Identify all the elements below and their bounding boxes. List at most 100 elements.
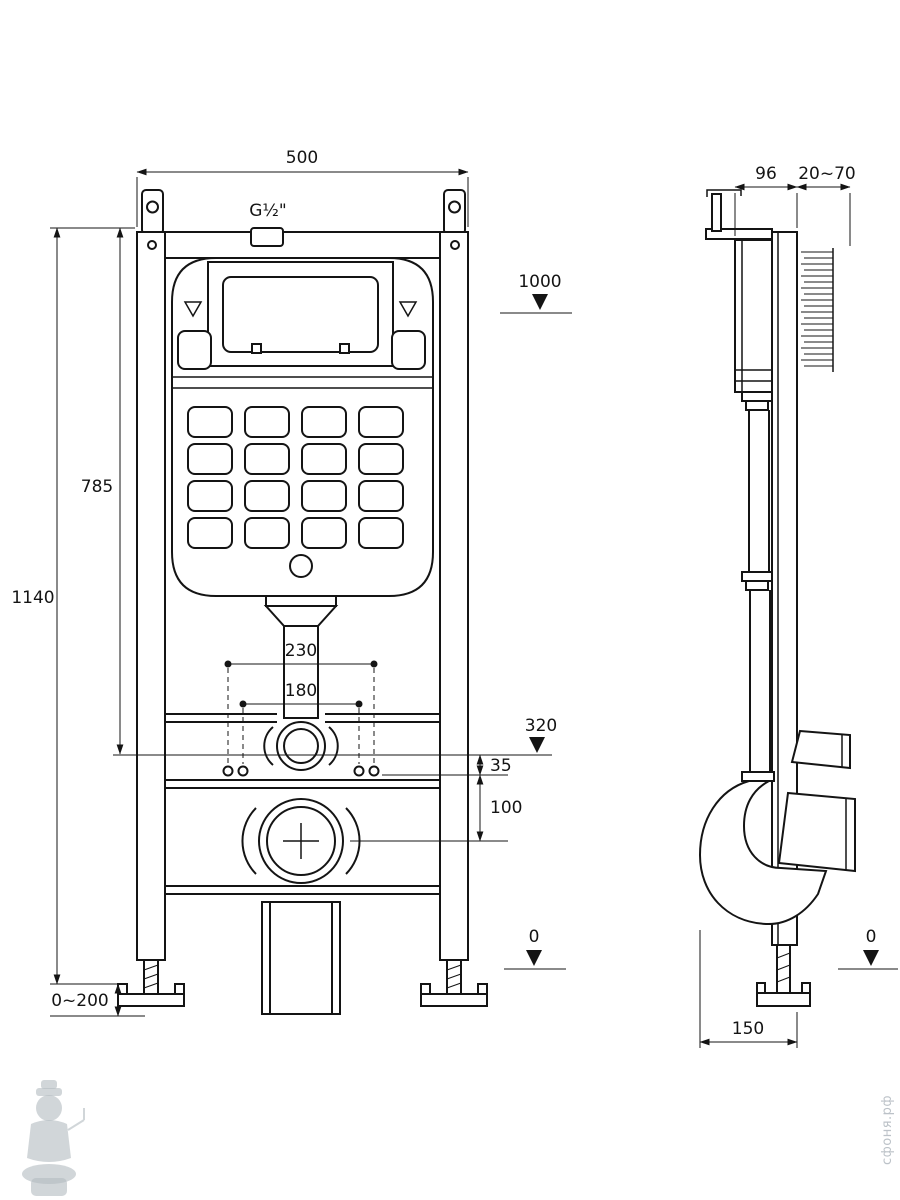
cistern-grid-cell: [301, 480, 347, 512]
dim-dot: [224, 660, 232, 668]
water-supply-fitting: [250, 227, 284, 247]
foot-thread-hatch: [446, 964, 462, 989]
foot-tab: [756, 982, 766, 994]
window-clip-right: [339, 343, 350, 354]
front-view: [117, 189, 488, 1015]
dim-label-180: 180: [285, 681, 317, 701]
plate-bracket-plate: [711, 193, 722, 232]
level-marker-icon: [529, 737, 545, 753]
frame-screw-left: [147, 240, 157, 250]
cistern-pad-right: [391, 330, 426, 370]
frame-screw-right: [450, 240, 460, 250]
cistern-grid: [187, 406, 404, 549]
side-dimensions: 96 20~70 150 0: [699, 164, 898, 1048]
cistern-side: [734, 239, 773, 393]
cistern-grid-cell: [358, 517, 404, 549]
cistern-grid-cell: [358, 406, 404, 438]
fixing-bolt-hole: [368, 765, 380, 777]
water-level-mark-right-icon: [398, 301, 418, 318]
dim-label-320: 320: [525, 716, 557, 736]
foot-tab: [477, 983, 488, 995]
foot-plate-left: [117, 993, 185, 1007]
cistern-grid-cell: [187, 443, 233, 475]
flush-taper: [263, 605, 339, 627]
waste-spigot: [777, 791, 856, 873]
watermark-site-text: сфоня.рф: [880, 1095, 895, 1165]
dim-label-zero-side: 0: [866, 927, 877, 947]
pipe-coupling: [741, 391, 773, 402]
fixing-bolt-hole: [353, 765, 365, 777]
dim-label-35: 35: [490, 756, 512, 776]
cistern-grid-cell: [187, 480, 233, 512]
cistern-grid-cell: [301, 517, 347, 549]
watermark-plumber-logo: [22, 1080, 85, 1196]
dim-label-785: 785: [81, 477, 113, 497]
dim-label-20-70: 20~70: [798, 164, 856, 184]
water-level-mark-left-icon: [183, 301, 203, 318]
cistern-pad-left: [177, 330, 212, 370]
foot-plate-right: [420, 993, 488, 1007]
cistern-grid-cell: [358, 443, 404, 475]
access-window-inner: [222, 276, 379, 353]
dim-label-feet-range: 0~200: [51, 991, 109, 1011]
cistern-grid-cell: [301, 406, 347, 438]
cistern-grid-cell: [244, 517, 290, 549]
dim-label-230: 230: [285, 641, 317, 661]
fixing-bolt-hole: [237, 765, 249, 777]
cistern-grid-cell: [244, 480, 290, 512]
cistern-grid-cell: [301, 443, 347, 475]
access-window-outer: [207, 261, 394, 367]
foot-plate-side: [756, 992, 811, 1007]
dim-label-96: 96: [755, 164, 777, 184]
level-marker-icon: [863, 950, 879, 966]
inlet-spigot: [790, 729, 851, 770]
dim-label-150: 150: [732, 1019, 764, 1039]
dim-dot: [370, 660, 378, 668]
dim-label-1140: 1140: [11, 588, 54, 608]
dim-label-100: 100: [490, 798, 522, 818]
dim-label-zero-front: 0: [529, 927, 540, 947]
cistern-grid-cell: [358, 480, 404, 512]
side-view: [698, 189, 856, 1007]
mount-hole-left: [146, 200, 159, 214]
flush-flange: [265, 595, 337, 607]
outlet-elbow: [698, 780, 828, 926]
cistern-grid-cell: [187, 406, 233, 438]
wall-gap-hatch: [801, 248, 834, 372]
foot-tab: [801, 982, 811, 994]
fixing-bolt-hole: [222, 765, 234, 777]
foot-tab: [117, 983, 128, 995]
dim-dot: [355, 700, 363, 708]
plate-bracket-hook: [706, 189, 742, 197]
pipe-coupling: [741, 571, 773, 582]
dim-dot: [239, 700, 247, 708]
pipe-coupling: [745, 580, 769, 591]
front-dimensions: 500 G½" 1000 785 1140 0~200 230 180 320: [11, 148, 572, 1017]
mount-hole-right: [448, 200, 461, 214]
pipe-coupling: [745, 400, 769, 411]
dim-label-500: 500: [286, 148, 318, 168]
pipe-coupling: [741, 771, 775, 782]
inlet-clamp-left: [263, 726, 274, 766]
flush-pipe: [283, 625, 319, 719]
dim-label-thread: G½": [249, 201, 286, 221]
cistern-grid-cell: [244, 406, 290, 438]
outlet-box: [261, 901, 341, 1015]
outlet-clamp-left: [241, 807, 257, 875]
inlet-port-inner: [283, 728, 319, 764]
cistern-drain-hole: [289, 554, 313, 578]
inlet-clamp-right: [328, 726, 339, 766]
window-clip-left: [251, 343, 262, 354]
foot-thread-hatch: [143, 964, 159, 989]
dim-label-1000: 1000: [518, 272, 561, 292]
foot-thread-hatch: [776, 952, 791, 983]
foot-tab: [420, 983, 431, 995]
frame-right-rail: [439, 231, 469, 961]
cistern-grid-cell: [187, 517, 233, 549]
level-marker-icon: [532, 294, 548, 310]
frame-top-bar: [164, 231, 441, 259]
cistern-grid-cell: [244, 443, 290, 475]
foot-tab: [174, 983, 185, 995]
